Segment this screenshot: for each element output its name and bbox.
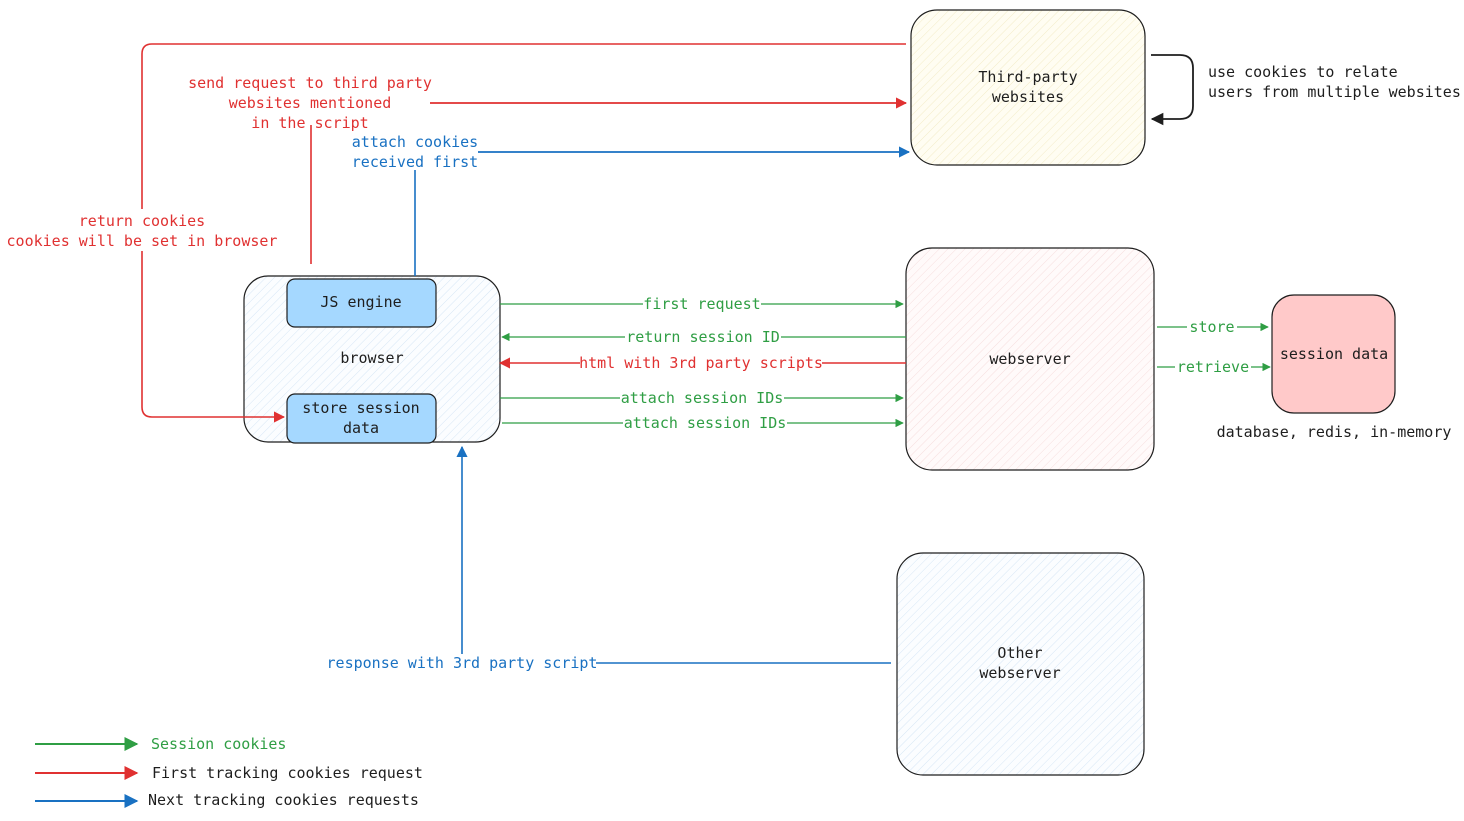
browser-label: browser: [340, 349, 403, 367]
session-data-storage-note: database, redis, in-memory: [1217, 423, 1452, 441]
attach-cookies-label: attach cookies received first: [352, 133, 478, 171]
store-session-label-line2: data: [343, 419, 379, 437]
session-data-node: session data: [1271, 294, 1396, 414]
response-script-label: response with 3rd party script: [327, 654, 598, 672]
third-party-label-line2: websites: [992, 88, 1064, 106]
session-data-label: session data: [1280, 345, 1388, 363]
attach-cookies-line1: attach cookies: [352, 133, 478, 151]
use-cookies-line1: use cookies to relate: [1208, 63, 1398, 81]
use-cookies-loop-arrow: [1150, 54, 1194, 126]
use-cookies-line2: users from multiple websites: [1208, 83, 1461, 101]
legend: Session cookies First tracking cookies r…: [35, 735, 423, 809]
third-party-label-line1: Third-party: [978, 68, 1077, 86]
html-scripts-label: html with 3rd party scripts: [579, 354, 823, 372]
legend-next-tracking: Next tracking cookies requests: [148, 791, 419, 809]
legend-session-cookies: Session cookies: [151, 735, 286, 753]
retrieve-label: retrieve: [1177, 358, 1249, 376]
return-session-id-label: return session ID: [626, 328, 780, 346]
js-engine-box: JS engine: [286, 278, 437, 328]
attach-session-ids-label-2: attach session IDs: [624, 414, 787, 432]
js-engine-label: JS engine: [320, 293, 401, 311]
send-request-label: send request to third party websites men…: [188, 74, 432, 132]
other-webserver-node: Other webserver: [896, 552, 1145, 776]
store-label: store: [1189, 318, 1234, 336]
send-request-line2: websites mentioned: [229, 94, 392, 112]
attach-cookies-line2: received first: [352, 153, 478, 171]
webserver-node: webserver: [905, 247, 1155, 471]
response-script-arrow: [456, 445, 891, 664]
return-cookies-line1: return cookies: [79, 212, 205, 230]
other-webserver-label-line1: Other: [997, 644, 1042, 662]
return-cookies-label: return cookies cookies will be set in br…: [7, 209, 278, 251]
send-request-line3: in the script: [251, 114, 368, 132]
first-request-label: first request: [643, 295, 760, 313]
attach-cookies-arrow: [414, 151, 909, 276]
send-request-arrow: [310, 102, 906, 264]
store-session-label-line1: store session: [302, 399, 419, 417]
send-request-line1: send request to third party: [188, 74, 432, 92]
store-session-data-box: store session data: [286, 393, 437, 444]
other-webserver-label-line2: webserver: [979, 664, 1060, 682]
attach-session-ids-label-1: attach session IDs: [621, 389, 784, 407]
webserver-label: webserver: [989, 350, 1070, 368]
return-cookies-line2: cookies will be set in browser: [7, 232, 278, 250]
use-cookies-label: use cookies to relate users from multipl…: [1208, 63, 1461, 101]
legend-first-tracking: First tracking cookies request: [152, 764, 423, 782]
third-party-websites-node: Third-party websites: [910, 9, 1146, 166]
